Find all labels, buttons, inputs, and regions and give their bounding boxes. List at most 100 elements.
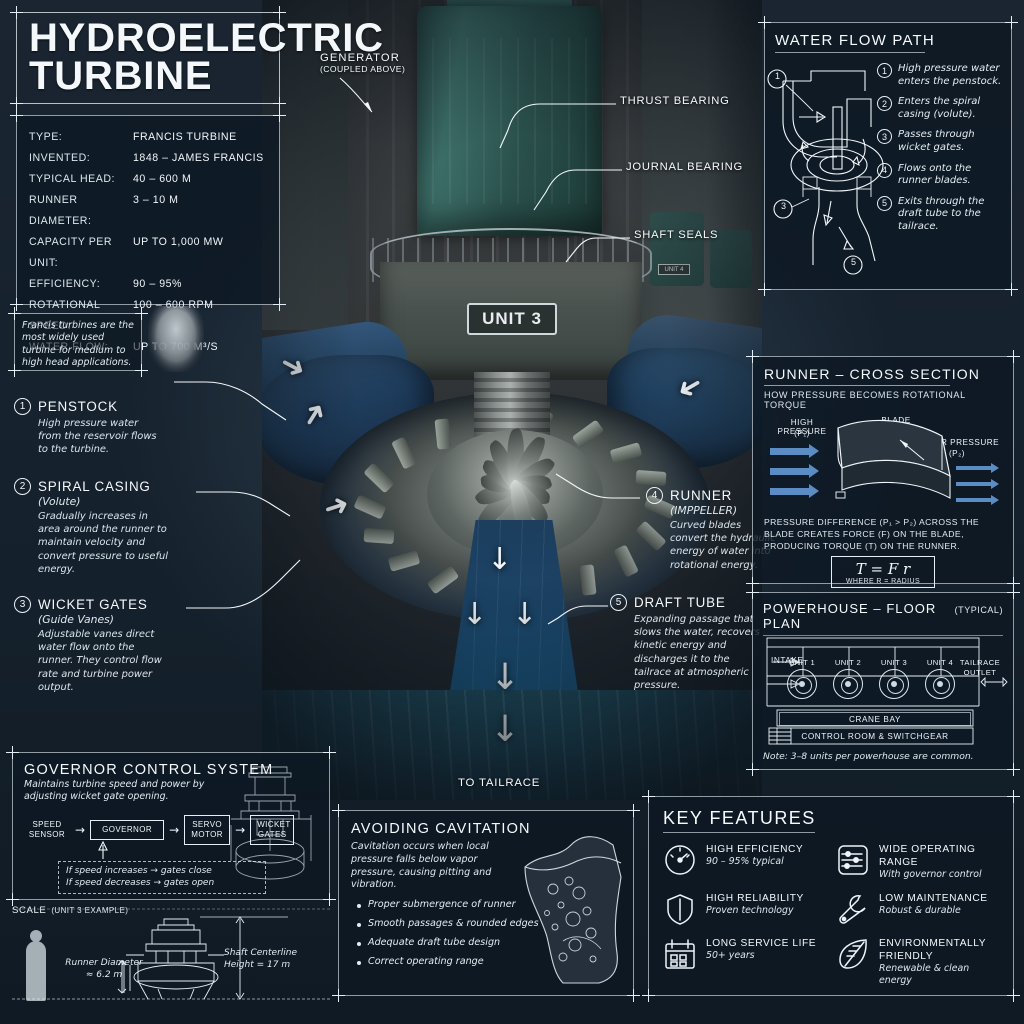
governor-rule-1: If speed increases → gates close [66,865,212,876]
key-feature: ENVIRONMENTALLY FRIENDLY Renewable & cle… [836,937,999,987]
step-number: 2 [877,96,892,112]
callout-penstock: 1 PENSTOCK High pressure water from the … [14,398,204,457]
callout-body: Curved blades convert the hydraulic ener… [670,520,776,571]
callout-body: Gradually increases in area around the r… [38,511,168,575]
callout-title: RUNNER [670,488,733,503]
water-flow-step: 5 Exits through the draft tube to the ta… [877,195,1003,234]
arrow-2-icon: → [169,822,180,837]
wicket-gate [609,442,643,464]
governor-turbine-sketch [230,766,312,880]
gauge-icon [665,845,695,875]
water-flow-step: 2 Enters the spiral casing (volute). [877,96,1003,121]
step-text: Exits through the draft tube to the tail… [898,195,985,232]
wicket-gate [635,470,667,487]
sliders-icon [838,845,868,875]
wicket-gate [363,527,395,544]
pressure-arrow-out-2 [956,479,999,489]
spec-value: UP TO 1,000 MW [133,236,224,248]
feedback-arrow [98,840,108,859]
rcs-heading: RUNNER – CROSS SECTION [764,366,980,382]
callout-spiral-casing: 2 SPIRAL CASING (Volute) Gradually incre… [14,478,204,576]
spec-value: 3 – 10 m [133,194,179,206]
key-feature-sub: With governor control [879,869,982,880]
pressure-arrow-out-3 [956,495,999,505]
calendar-icon [665,939,695,969]
wicket-gate [433,418,452,450]
step-text: Enters the spiral casing (volute). [898,96,981,120]
key-feature: LONG SERVICE LIFE 50+ years [663,937,826,987]
bullet-icon [357,922,361,927]
unit-turbine-symbol [833,669,863,699]
unit-label: UNIT 3 [880,658,908,667]
wicket-gate [391,436,417,470]
torque-formula-note: WHERE r = RADIUS [845,578,921,585]
wfp-mark-3: 3 [781,201,787,211]
spec-row: TYPE: FRANCIS TURBINE [29,127,267,148]
callout-number: 2 [14,478,31,495]
francis-quote-text: Francis turbines are the most widely use… [22,320,134,369]
wicket-gate [353,494,387,520]
flow-arrow-down-3: ↓ [512,597,538,632]
blade-label: BLADE [881,416,911,425]
callout-number: 4 [646,487,663,504]
scale-heading: SCALE [12,905,47,916]
label-journal-bearing: JOURNAL BEARING [626,161,744,173]
callout-title: SPIRAL CASING [38,479,151,494]
key-feature: LOW MAINTENANCE Robust & durable [836,892,999,926]
callout-runner: 4 RUNNER (IMPPELLER) Curved blades conve… [646,487,836,572]
pressure-arrow-in-1 [770,444,819,458]
far-generator-units: UNIT 4 [640,190,762,320]
key-feature-title: HIGH EFFICIENCY [706,844,804,855]
step-text: High pressure water enters the penstock. [898,63,1002,87]
floor-plan-note: Note: 3–8 units per powerhouse are commo… [763,751,974,762]
unit-label: UNIT 1 [788,658,816,667]
key-feature: HIGH RELIABILITY Proven technology [663,892,826,926]
step-text: Passes through wicket gates. [898,129,975,153]
spec-row: TYPICAL HEAD: 40 – 600 m [29,169,267,190]
runner-cross-section-panel: RUNNER – CROSS SECTION HOW PRESSURE BECO… [746,350,1020,590]
spec-row: EFFICIENCY: 90 – 95% [29,274,267,295]
title-line-1: HYDROELECTRIC [29,16,384,60]
arrow-1-icon: → [75,822,86,837]
bullet-icon [357,960,361,965]
governor-heading: GOVERNOR CONTROL SYSTEM [24,762,274,778]
wrench-icon [839,895,866,924]
title-line-2: TURBINE [29,54,213,99]
step-text: Flows onto the runner blades. [898,162,972,187]
key-feature-title: ENVIRONMENTALLY FRIENDLY [879,938,986,962]
flow-arrow-down-5: ↓ [490,709,521,750]
callout-number: 3 [14,596,31,613]
spec-key: TYPICAL HEAD: [29,173,115,185]
callout-title: WICKET GATES [38,597,148,612]
callout-body: Expanding passage that slows the water, … [634,614,760,692]
high-pressure-symbol: (P₁) [794,429,810,438]
governor-panel: GOVERNOR CONTROL SYSTEM Maintains turbin… [6,746,336,906]
low-pressure-symbol: (P₂) [948,449,966,458]
bullet-icon [357,903,361,908]
water-flow-heading: WATER FLOW PATH [775,32,935,49]
cavitation-panel: AVOIDING CAVITATION Cavitation occurs wh… [332,804,640,1002]
callout-subtitle: (IMPPELLER) [670,504,738,517]
intake-label: INTAKE [771,656,804,665]
unit-label: UNIT 4 [926,658,954,667]
far-unit-plate: UNIT 4 [658,264,690,275]
wicket-gate [363,462,395,494]
spec-key: CAPACITY PER UNIT: [29,236,113,269]
wicket-gate [613,544,639,578]
cavitation-item: Adequate draft tube design [357,937,621,949]
wfp-mark-1: 1 [775,71,781,81]
cavitation-item-text: Smooth passages & rounded edges [368,918,539,930]
cavitation-item-text: Proper submergence of runner [368,899,516,911]
spec-value: 40 – 600 m [133,173,192,185]
node-governor: GOVERNOR [90,819,165,840]
bullet-icon [357,941,361,946]
key-feature-sub: Proven technology [706,905,794,916]
floor-plan-unit: UNIT 4 [917,658,963,699]
key-feature-title: LOW MAINTENANCE [879,893,988,904]
wicket-gate [426,565,459,595]
cavitation-item: Correct operating range [357,956,621,968]
callout-body: High pressure water from the reservoir f… [38,418,157,456]
generator-housing [417,6,602,236]
